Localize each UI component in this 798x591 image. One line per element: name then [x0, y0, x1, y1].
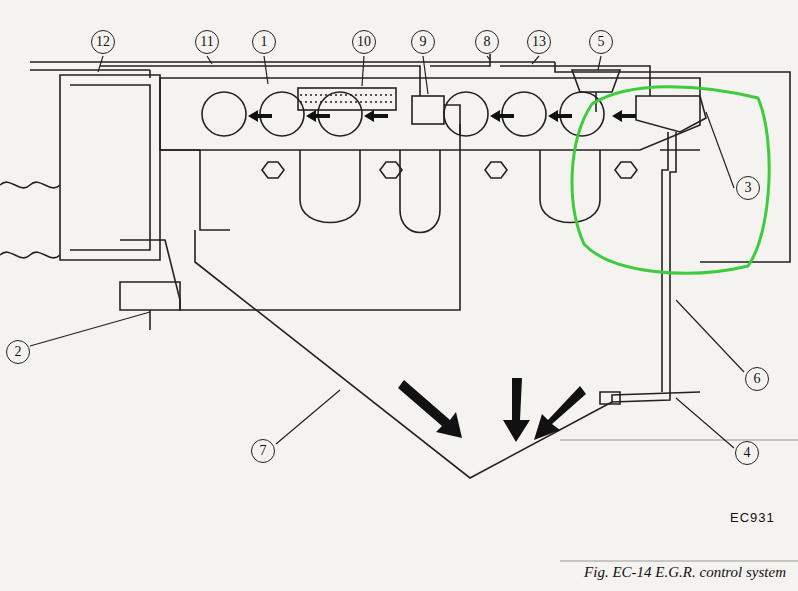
egr-valve [636, 96, 706, 132]
highlight-loop [572, 87, 769, 273]
callout-number: 10 [352, 30, 376, 54]
diaphragm-valve [572, 70, 620, 92]
egr-tube [612, 300, 670, 402]
leader-line [207, 56, 212, 64]
leader-line [706, 112, 734, 188]
egr-pipe [670, 132, 676, 300]
break-line [0, 182, 60, 258]
vacuum-tube [100, 54, 650, 96]
leader-line [423, 56, 428, 94]
leader-line [30, 312, 150, 346]
callout-number: 5 [589, 30, 613, 54]
leader-line [362, 56, 364, 86]
intake-manifold [160, 78, 700, 150]
callout-number: 8 [475, 30, 499, 54]
intake-port [444, 92, 488, 136]
callout-number: 13 [527, 30, 551, 54]
tube-fitting [600, 392, 620, 404]
bolt-head [262, 162, 637, 178]
sensor-body [120, 282, 180, 330]
callout-number: 4 [735, 441, 759, 465]
page-rule [560, 440, 798, 561]
callout-number: 9 [411, 30, 435, 54]
callout-number: 7 [251, 439, 275, 463]
exhaust-runner [200, 150, 600, 233]
flow-arrow [248, 110, 636, 442]
callout-number: 1 [252, 30, 276, 54]
figure-code: EC931 [728, 510, 777, 525]
leader-line [532, 56, 539, 64]
canister-fill [300, 94, 394, 96]
leader-line [598, 56, 601, 70]
flow-arrow [398, 380, 462, 438]
flow-arrow [248, 110, 636, 122]
housing-outline [555, 62, 790, 262]
leader-lines [30, 56, 744, 448]
egr-pipe [662, 132, 668, 300]
figure-caption: Fig. EC-14 E.G.R. control system [582, 564, 788, 581]
intake-port [202, 92, 246, 136]
engine-outline [0, 54, 798, 561]
canister [298, 88, 396, 110]
callout-number: 3 [736, 176, 760, 200]
callout-number: 2 [6, 340, 30, 364]
control-valve [412, 96, 444, 124]
leader-line [264, 56, 268, 84]
leader-line [276, 390, 340, 444]
carburetor-body [60, 75, 160, 260]
flow-arrow [534, 386, 586, 440]
manifold-flange [160, 149, 700, 151]
leader-line [487, 56, 490, 60]
flow-arrow [503, 378, 530, 442]
callout-number: 11 [195, 30, 219, 54]
carburetor-inner [70, 85, 150, 250]
leader-line [676, 300, 744, 372]
leader-line [98, 56, 103, 72]
leader-line [676, 398, 734, 448]
callout-number: 6 [745, 367, 769, 391]
valve-pipe [444, 105, 460, 135]
canister-fill [300, 101, 394, 103]
callout-number: 12 [91, 30, 115, 54]
